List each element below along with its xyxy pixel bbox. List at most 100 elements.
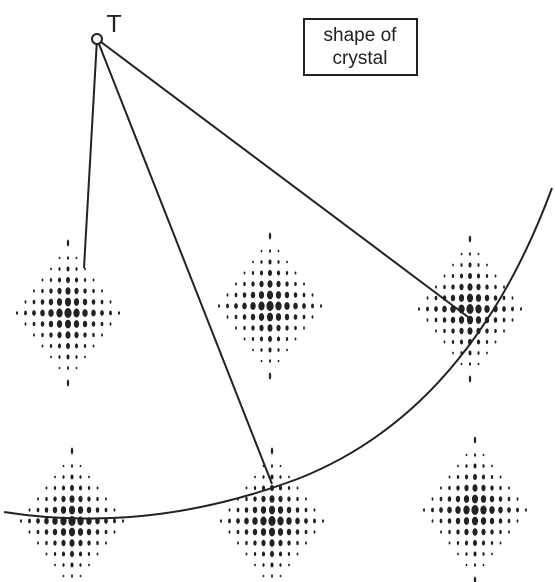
lattice-spot — [481, 528, 486, 536]
lattice-spot — [75, 366, 78, 370]
lattice-spot — [447, 496, 452, 502]
lattice-spot — [493, 305, 498, 313]
lattice-spot — [494, 284, 497, 290]
lattice-spot — [485, 273, 489, 279]
lattice-spot — [79, 574, 82, 578]
lattice-spot — [58, 256, 61, 260]
lattice-spot — [36, 529, 40, 535]
lattice-spot — [91, 299, 96, 305]
lattice-spot — [485, 284, 489, 290]
lattice-spot — [69, 484, 75, 492]
lattice-spot — [269, 539, 275, 547]
lattice-spot — [459, 273, 464, 279]
lattice-spot — [91, 309, 96, 317]
lattice-spot — [486, 263, 488, 267]
lattice-spot — [71, 574, 73, 578]
lattice-spot — [286, 528, 292, 536]
lattice-spot — [33, 289, 35, 293]
lattice-spot — [24, 310, 27, 316]
lattice-spot — [32, 310, 36, 316]
lattice-spot — [477, 351, 480, 355]
lattice-spot — [457, 552, 459, 556]
lattice-spot — [87, 551, 91, 557]
lattice-spot — [251, 270, 255, 276]
lattice-spot — [113, 518, 116, 524]
lattice-spot — [465, 453, 468, 457]
lattice-spot — [466, 315, 474, 325]
lattice-spot — [296, 496, 299, 502]
lattice-spot — [262, 574, 265, 578]
lattice-spot — [69, 539, 75, 547]
lattice-spot — [481, 474, 486, 480]
lattice-spot — [426, 296, 429, 300]
lattice-spot — [40, 309, 45, 317]
lattice-spot — [278, 539, 283, 547]
lattice-spot — [459, 283, 464, 291]
lattice-spot — [489, 506, 495, 514]
lattice-spot — [475, 316, 482, 324]
lattice-spot — [60, 506, 67, 514]
lattice-spot — [464, 540, 469, 546]
lattice-spot — [477, 252, 480, 256]
lattice-spot — [60, 528, 67, 536]
lattice-spot — [37, 541, 39, 545]
lattice-spot — [511, 306, 514, 312]
lattice-spot — [440, 486, 442, 490]
lattice-spot — [277, 249, 280, 253]
lattice-spot — [83, 343, 87, 349]
point-t: T — [91, 12, 122, 45]
lattice-spot — [253, 496, 257, 502]
lattice-spot — [475, 304, 482, 314]
lattice-spot — [286, 260, 288, 264]
lattice-spot — [41, 278, 44, 282]
lattice-spot — [279, 574, 282, 578]
lattice-spot — [443, 284, 446, 290]
lattice-spot — [295, 517, 300, 525]
lattice-spot — [62, 563, 65, 567]
lattice-spot — [83, 277, 87, 283]
lattice-spot — [296, 486, 299, 490]
lattice-spot — [275, 313, 282, 321]
lattice-spot — [287, 551, 291, 557]
lattice-spot — [448, 529, 451, 535]
lattice-spot — [302, 314, 306, 320]
lattice-spot — [268, 347, 272, 353]
lattice-spot — [266, 301, 274, 311]
lattice-spot — [61, 485, 66, 491]
lattice-spot — [67, 366, 69, 370]
lattice-spot — [485, 328, 489, 334]
lattice-spot — [245, 552, 248, 556]
lattice-spot — [37, 497, 39, 501]
lattice-spot — [467, 283, 473, 291]
lattice-spot — [266, 290, 274, 300]
lattice-spot — [498, 506, 503, 514]
lattice-spot — [267, 280, 273, 288]
lattice-spot — [286, 517, 292, 525]
lattice-spot — [86, 506, 92, 514]
lattice-spot — [237, 497, 239, 501]
lattice-spot — [276, 270, 281, 276]
lattice-spot — [472, 539, 478, 547]
lattice-spot — [71, 464, 73, 468]
lattice-spot — [262, 475, 265, 479]
lattice-spot — [493, 317, 498, 323]
lattice-spot — [490, 529, 494, 535]
lattice-spot — [82, 298, 88, 306]
lattice-spot — [463, 505, 470, 515]
lattice-spot — [118, 311, 120, 315]
lattice-spot — [464, 484, 469, 492]
lattice-spot — [259, 324, 264, 332]
lattice-spot — [74, 277, 79, 283]
lattice-spot — [493, 295, 498, 301]
lattice-spot — [456, 529, 460, 535]
lattice-spot — [269, 495, 275, 503]
lattice-spot — [269, 359, 271, 363]
lattice-spot — [275, 301, 282, 311]
lattice-spot — [235, 326, 237, 330]
lattice-spot — [251, 325, 255, 331]
lattice-spot — [44, 507, 49, 513]
lattice-spot — [502, 306, 506, 312]
lattice-spot — [268, 505, 276, 515]
lattice-spot — [32, 321, 36, 327]
lattice-spot — [305, 497, 307, 501]
